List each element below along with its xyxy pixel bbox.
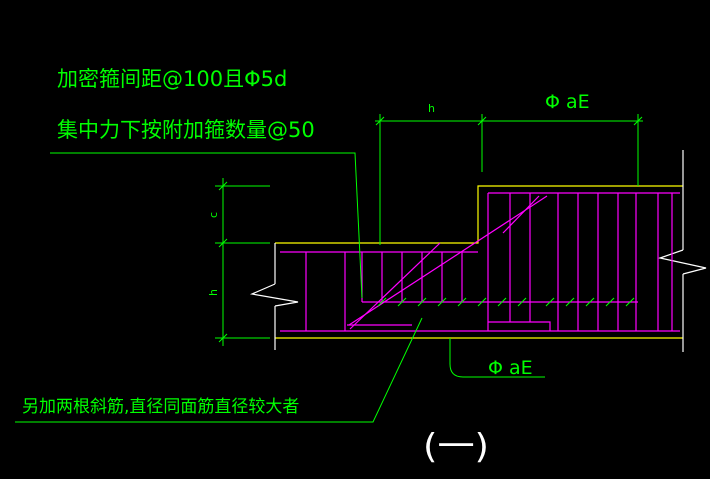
rebar-cage (280, 192, 680, 332)
dim-label-left-h: h (207, 289, 220, 296)
dim-label-left-c: c (207, 212, 220, 218)
tick (477, 297, 487, 307)
tick (457, 297, 467, 307)
detail-title: (一) (423, 427, 489, 467)
beam-top-edge (275, 185, 683, 244)
left-dim-tick (218, 333, 228, 343)
tick (585, 297, 595, 307)
dimension-lines (215, 114, 643, 378)
note-stirrup-spacing: 加密箍间距@100且Φ5d (57, 67, 287, 91)
left-dim-tick (218, 181, 228, 191)
tick (545, 297, 555, 307)
leader-lines (15, 152, 423, 423)
tick (397, 297, 407, 307)
tick (377, 297, 387, 307)
top-dim-tick (375, 116, 385, 126)
dim-label-top-anchor: Φ aE (545, 91, 590, 113)
dim-label-top-h: h (428, 102, 435, 115)
top-dim-tick (633, 116, 643, 126)
dim-label-bottom-anchor: Φ aE (488, 357, 533, 379)
tick (497, 297, 507, 307)
break-line-right-zigzag (657, 249, 707, 275)
left-dim-tick (218, 238, 228, 248)
rebar-diagonal-main (348, 195, 548, 326)
tick (437, 297, 447, 307)
stirrup-ticks (377, 297, 635, 307)
rebar-high-bottom-anchor (488, 321, 551, 331)
note-extra-stirrups: 集中力下按附加箍数量@50 (57, 118, 315, 142)
tick (565, 297, 575, 307)
break-line-left-zigzag (249, 283, 299, 307)
leader-stirrup-note (50, 152, 363, 299)
bottom-anchor-curve (449, 340, 545, 378)
tick (417, 297, 427, 307)
tick (605, 297, 615, 307)
top-dim-tick (477, 116, 487, 126)
tick (517, 297, 527, 307)
note-diagonal-bars: 另加两根斜筋,直径同面筋直径较大者 (22, 397, 299, 417)
leader-diagonal-note (15, 317, 423, 423)
rebar-diagonal-low (349, 242, 441, 330)
rebar-diagonal-high (502, 195, 540, 234)
tick (625, 297, 635, 307)
beam-outline (275, 185, 683, 339)
